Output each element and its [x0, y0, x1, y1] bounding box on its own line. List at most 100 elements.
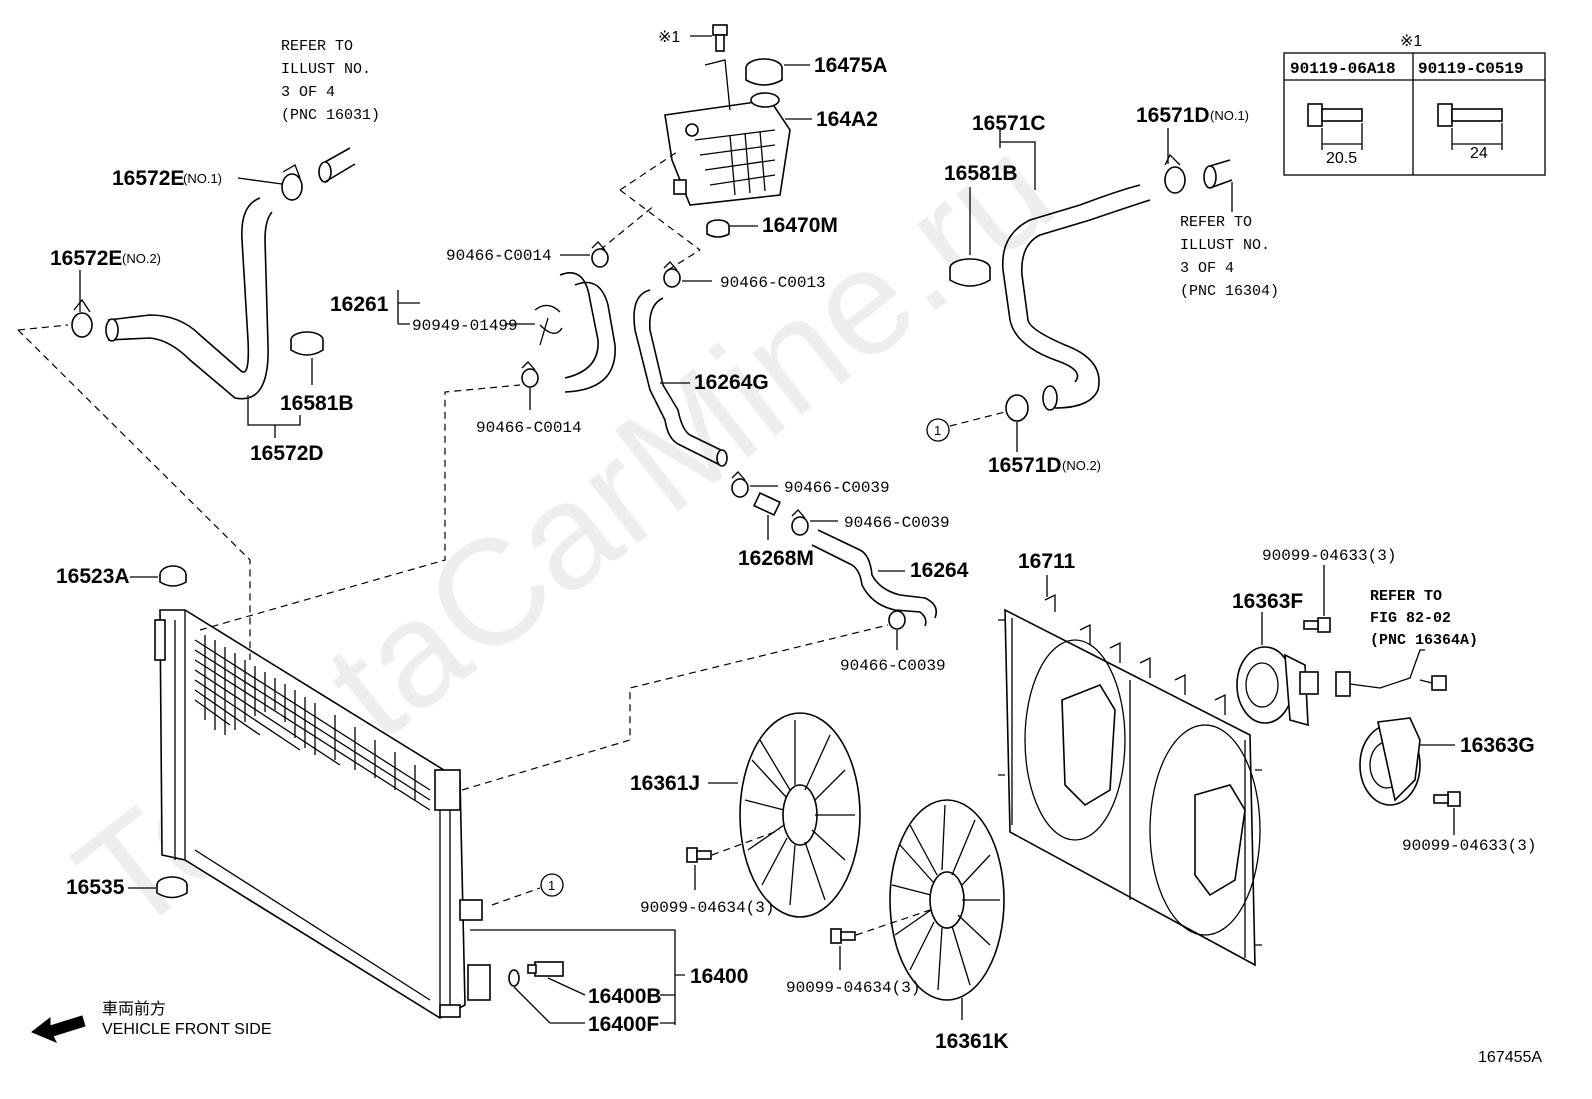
note-top-right-0: REFER TO	[1180, 214, 1252, 231]
screw-90099-04634-b-icon	[830, 928, 856, 944]
figure-id: 167455A	[1478, 1049, 1542, 1066]
inset-dim1: 20.5	[1326, 150, 1357, 167]
label-16470M: 16470M	[762, 214, 838, 237]
o-ring-16400F-icon	[508, 969, 520, 987]
label-16361K: 16361K	[935, 1030, 1009, 1053]
motor-16363G-icon	[1359, 717, 1421, 806]
clamp-16572E-no1-icon	[281, 164, 303, 201]
clamp-90466-C0039-a-icon	[731, 471, 749, 498]
hose-16264-icon	[811, 529, 938, 627]
clamp-16572E-no2-icon	[71, 298, 93, 338]
label-16572D: 16572D	[250, 442, 324, 465]
label-16535: 16535	[66, 876, 125, 899]
label-90099-04634-b: 90099-04634(3)	[786, 979, 920, 997]
connector-16268M-icon	[753, 491, 781, 517]
clamp-90949-icon	[534, 304, 563, 346]
label-16571D-no1-sub: (NO.1)	[1210, 108, 1249, 123]
motor-16363F-icon	[1236, 646, 1319, 727]
hose-16261-icon	[559, 272, 616, 393]
front-arrow-icon	[31, 1015, 86, 1043]
fan-shroud-16711-icon	[998, 593, 1262, 967]
note-top-right-3: (PNC 16304)	[1180, 283, 1279, 300]
inset-dim2: 24	[1470, 145, 1488, 162]
note-top-right-1: ILLUST NO.	[1180, 237, 1270, 254]
label-16268M: 16268M	[738, 547, 814, 570]
wire-harness-icon	[1335, 649, 1447, 697]
label-16400: 16400	[690, 965, 748, 988]
label-16400B: 16400B	[588, 985, 662, 1008]
cap-16581B-left-icon	[290, 331, 324, 356]
circle-ref-1-bottom	[540, 873, 564, 897]
clamp-90466-C0014-b-icon	[521, 361, 539, 388]
label-16572E-no2-sub: (NO.2)	[122, 251, 161, 266]
label-16572E-no2: 16572E	[50, 247, 122, 270]
label-16523A: 16523A	[56, 565, 130, 588]
direction-jp: 車両前方	[102, 1000, 166, 1018]
clamp-16571D-no1-icon	[1164, 153, 1186, 194]
label-16363G: 16363G	[1460, 734, 1535, 757]
fastener-inset: ※1 90119-06A18 90119-C0519 20.5 24	[1283, 33, 1546, 176]
label-90949: 90949-01499	[412, 317, 518, 335]
label-16475A: 16475A	[814, 54, 888, 77]
label-16572E-no1-sub: (NO.1)	[183, 171, 222, 186]
clamp-90466-C0039-b-icon	[791, 509, 809, 536]
note-fig-2: (PNC 16364A)	[1370, 632, 1478, 649]
label-90466-C0039-b: 90466-C0039	[844, 514, 950, 532]
circle-ref-1-top-label: 1	[934, 423, 941, 438]
clamp-16571D-no2-icon	[1005, 394, 1029, 422]
reservoir-cap-icon	[745, 58, 783, 86]
bolt-06A18-icon	[1307, 103, 1363, 150]
label-16571D-no1: 16571D	[1136, 104, 1210, 127]
inset-col1: 90119-06A18	[1290, 60, 1396, 78]
label-16571C: 16571C	[972, 112, 1046, 135]
note-top-right-2: 3 OF 4	[1180, 260, 1234, 277]
label-90466-C0014-a: 90466-C0014	[446, 247, 552, 265]
label-16363F: 16363F	[1232, 590, 1303, 613]
fan-16361J-icon	[739, 712, 861, 918]
label-16361J: 16361J	[630, 772, 700, 795]
hose-16572D-icon	[105, 197, 273, 400]
direction-en: VEHICLE FRONT SIDE	[102, 1021, 272, 1038]
screw-90099-04634-a-icon	[686, 847, 712, 863]
inset-col2: 90119-C0519	[1418, 60, 1524, 78]
label-16581B-left: 16581B	[280, 392, 354, 415]
label-16261: 16261	[330, 293, 389, 316]
reservoir-tank-icon	[664, 59, 791, 206]
label-16581B-right: 16581B	[944, 162, 1018, 185]
label-164A2: 164A2	[816, 108, 878, 131]
label-16400F: 16400F	[588, 1013, 659, 1036]
hose-16264G-icon	[633, 289, 728, 467]
radiator-icon	[154, 609, 491, 1019]
inset-marker: ※1	[1400, 33, 1422, 50]
fan-16361K-icon	[889, 799, 1005, 1001]
label-16711: 16711	[1018, 550, 1076, 573]
clamp-90466-C0013-icon	[663, 261, 681, 288]
note-fig-1: FIG 82-02	[1370, 610, 1451, 627]
note-top-left-1: ILLUST NO.	[281, 61, 371, 78]
hose-16571C-icon	[1001, 184, 1151, 411]
label-16264G: 16264G	[694, 371, 769, 394]
cap-16581B-right-icon	[949, 258, 991, 287]
label-90099-04633-a: 90099-04633(3)	[1262, 547, 1396, 565]
label-90466-C0013: 90466-C0013	[720, 274, 826, 292]
clamp-90466-C0039-c-icon	[888, 610, 906, 630]
label-16264: 16264	[910, 559, 969, 582]
label-90099-04634-a: 90099-04634(3)	[640, 899, 774, 917]
clamp-90466-C0014-a-icon	[591, 241, 609, 268]
label-mark1: ※1	[658, 29, 680, 46]
bolt-mark1-icon	[712, 24, 728, 52]
label-90466-C0039-a: 90466-C0039	[784, 479, 890, 497]
label-90466-C0039-c: 90466-C0039	[840, 657, 946, 675]
label-16571D-no2: 16571D	[988, 454, 1062, 477]
screw-90099-04633-a-icon	[1303, 617, 1331, 633]
hose-end-top-left-icon	[318, 147, 356, 183]
note-top-left-0: REFER TO	[281, 38, 353, 55]
circle-ref-1-top	[926, 418, 950, 442]
cushion-16535-icon	[156, 876, 188, 899]
note-top-left-2: 3 OF 4	[281, 84, 335, 101]
note-fig-0: REFER TO	[1370, 588, 1442, 605]
hose-end-top-right-icon	[1203, 159, 1233, 189]
circle-ref-1-bottom-label: 1	[548, 878, 555, 893]
cushion-16523A-icon	[159, 565, 187, 587]
